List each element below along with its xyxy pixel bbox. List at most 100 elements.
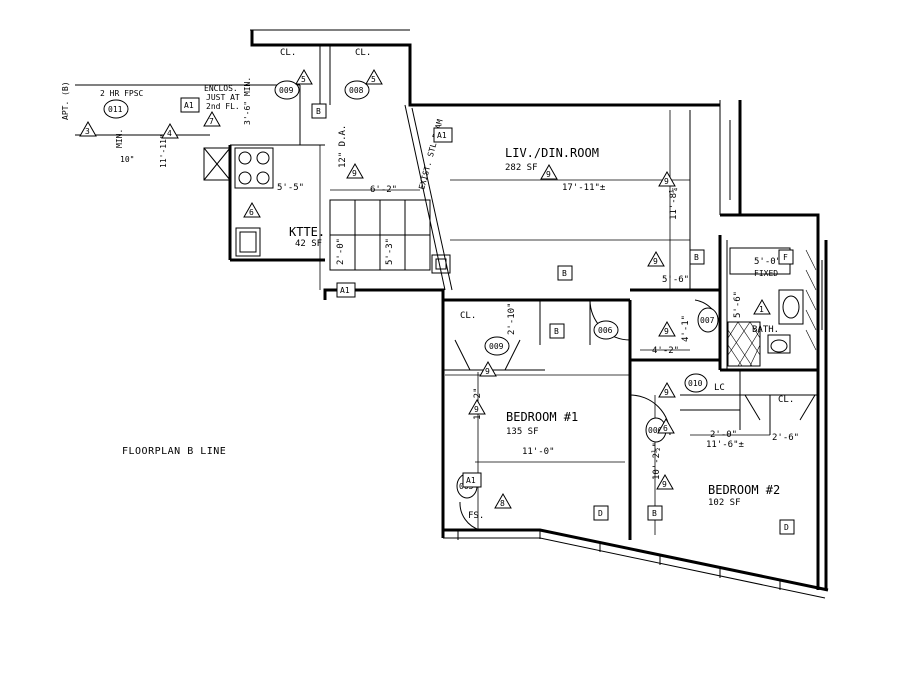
room-labels: LIV./DIN.ROOM 282 SF 17'-11"± 11'-8¼" KT…	[277, 125, 799, 508]
door-tag-009b: 009	[484, 336, 510, 356]
enclosure-note-1: ENCLOS.	[204, 84, 238, 93]
bedroom1-dim: 11'-0"	[522, 447, 555, 457]
bedroom2-area: 102 SF	[708, 498, 741, 508]
door-tags: 011 009 008 009 006 007 010 005 006	[103, 80, 719, 499]
svg-text:010: 010	[688, 379, 703, 388]
fire-note: 2 HR FPSC	[100, 89, 144, 98]
living-room-area: 282 SF	[505, 163, 538, 173]
door-tag-007: 007	[697, 307, 719, 333]
tri-tag-8: 8	[494, 492, 512, 509]
dimension-lines	[319, 110, 770, 535]
svg-text:9: 9	[662, 480, 667, 489]
svg-text:A1: A1	[466, 476, 476, 485]
svg-text:7: 7	[209, 117, 214, 126]
dim-10-note: 10"	[120, 155, 134, 164]
svg-text:9: 9	[474, 405, 479, 414]
bath-dim-v: 5'-6"	[733, 291, 743, 318]
tri-tag-3: 3	[79, 120, 97, 137]
svg-text:009: 009	[279, 86, 294, 95]
svg-text:D: D	[598, 509, 603, 518]
bedroom2-dim-a: 2'-0"	[710, 430, 737, 440]
tri-tag-9f: 9	[658, 381, 676, 398]
bath-tub-note: FIXED	[754, 269, 778, 278]
tri-tag-9i: 9	[656, 473, 674, 490]
tag-b-1: B	[311, 103, 327, 119]
kitchen-dim-note: 11'-11"	[159, 134, 168, 168]
door-tag-010: 010	[684, 373, 708, 393]
tri-tag-1: 1	[753, 298, 771, 315]
svg-text:D: D	[784, 523, 789, 532]
svg-text:5: 5	[301, 75, 306, 84]
hall-dim-b: 4'-2"	[652, 346, 679, 356]
tri-tag-9g: 9	[479, 360, 497, 377]
tri-tag-5a: 5	[295, 68, 313, 85]
window-mullions	[457, 120, 823, 590]
door-tag-008: 008	[344, 80, 370, 100]
tri-tag-4: 4	[161, 122, 179, 139]
floorplan-caption: FLOORPLAN B LINE	[122, 446, 227, 457]
enclosure-note-2: JUST AT	[206, 93, 240, 102]
svg-text:6: 6	[663, 424, 668, 433]
svg-text:B: B	[562, 269, 567, 278]
kitchen-dim-2: 2'-0"	[336, 238, 346, 265]
tag-a1-1: A1	[180, 97, 200, 113]
fs-label: FS.	[468, 511, 484, 521]
triangle-tags: 5 5 7 4 3 9 9 9 9 9 9 9 9 9 6 6 8 1	[79, 68, 771, 509]
svg-text:B: B	[652, 509, 657, 518]
svg-text:B: B	[316, 107, 321, 116]
tag-b-2: B	[557, 265, 573, 281]
svg-text:9: 9	[664, 388, 669, 397]
svg-text:9: 9	[664, 177, 669, 186]
svg-text:3: 3	[85, 127, 90, 136]
tri-tag-6a: 6	[243, 201, 261, 218]
door-tag-006: 006	[593, 320, 619, 340]
svg-text:A1: A1	[184, 101, 194, 110]
svg-text:9: 9	[546, 170, 551, 179]
tri-tag-9e: 9	[658, 320, 676, 337]
svg-text:F: F	[783, 253, 788, 262]
svg-text:9: 9	[653, 257, 658, 266]
svg-text:008: 008	[349, 86, 364, 95]
tag-a1-4: A1	[462, 472, 482, 488]
bath-tile-hatch	[727, 321, 761, 367]
closet-label-1: CL.	[280, 48, 296, 58]
living-room-name: LIV./DIN.ROOM	[505, 146, 599, 160]
svg-text:B: B	[554, 327, 559, 336]
bedroom1-dim-cl: 2'-10"	[507, 302, 517, 335]
tri-tag-9d: 9	[647, 250, 665, 267]
bedroom2-dim-v: 10'-2½"	[651, 442, 662, 480]
tag-d-1: D	[593, 505, 609, 521]
kitchen-fixtures	[203, 147, 451, 274]
bedroom2-dim-b: 11'-6"±	[706, 440, 745, 450]
bedroom2-name: BEDROOM #2	[708, 483, 780, 497]
tag-d-2: D	[779, 519, 795, 535]
kitchen-area: 42 SF	[295, 239, 322, 249]
kitchen-clear: 12" D.A.	[338, 125, 348, 168]
closet-label-2: CL.	[355, 48, 371, 58]
svg-text:006: 006	[598, 326, 613, 335]
svg-text:011: 011	[108, 105, 123, 114]
bedroom1-name: BEDROOM #1	[506, 410, 578, 424]
closet-label-3: CL.	[460, 311, 476, 321]
tag-b-4: B	[549, 323, 565, 339]
kitchen-dim-w: 6'-2"	[370, 185, 397, 195]
exterior-walls	[75, 29, 829, 599]
door-tag-011: 011	[103, 99, 129, 119]
dim-min-note: MIN.	[115, 129, 124, 148]
enclosure-note-3: 2nd FL.	[206, 102, 240, 111]
svg-text:009: 009	[489, 342, 504, 351]
closet-label-4: CL.	[778, 395, 794, 405]
tri-tag-9h: 9	[468, 398, 486, 415]
notes: ENCLOS. JUST AT 2nd FL. 2 HR FPSC APT. (…	[61, 77, 445, 191]
svg-text:4: 4	[167, 129, 172, 138]
living-room-dim: 17'-11"±	[562, 183, 606, 193]
wall-hatch	[805, 249, 817, 351]
svg-text:A1: A1	[340, 286, 350, 295]
svg-text:9: 9	[352, 169, 357, 178]
svg-text:8: 8	[500, 499, 505, 508]
svg-text:B: B	[694, 253, 699, 262]
tri-tag-9c: 9	[658, 170, 676, 187]
rect-tags: A1 A1 A1 A1 B B B B B D D F	[180, 97, 795, 535]
kitchen-name: KTTE.	[289, 225, 325, 239]
